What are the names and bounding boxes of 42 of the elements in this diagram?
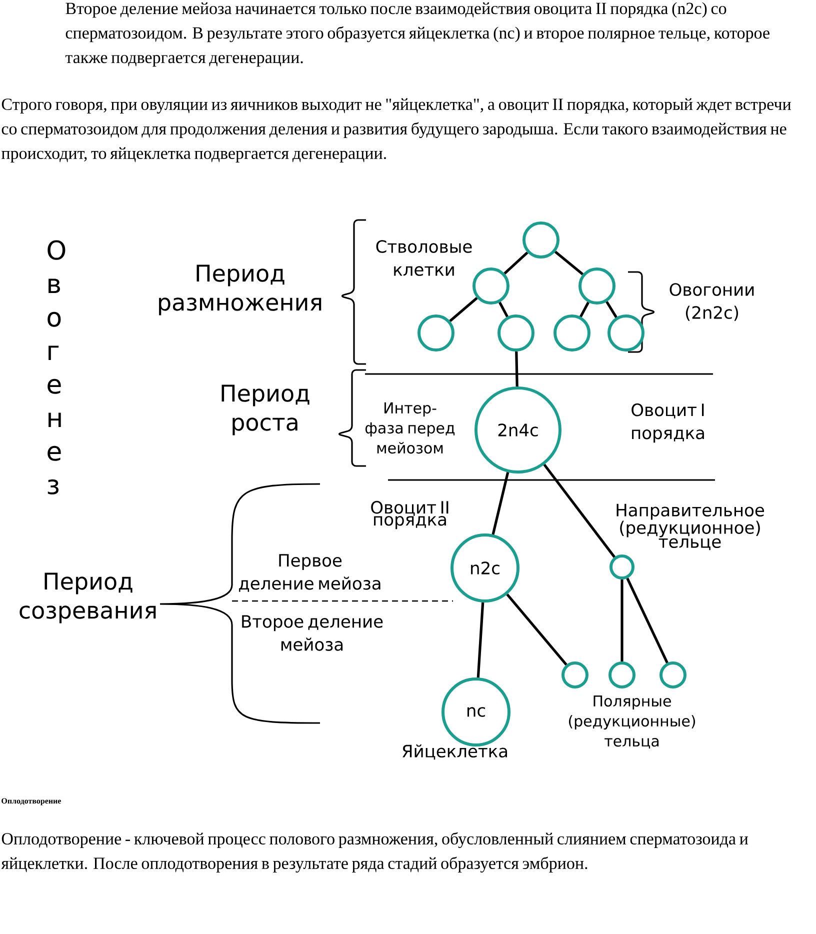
connector-line: [506, 594, 568, 666]
cell-circle: [472, 268, 510, 304]
stage-label: Период размножения: [159, 264, 322, 316]
stage-label: Период роста: [222, 384, 310, 436]
stage-label: Период созревания: [20, 572, 156, 624]
diagram-label: Второе деление мейоза: [242, 615, 383, 651]
connector-line: [449, 297, 478, 322]
paragraph: Оплодотворение - ключевой процесс полового размножения, обусловленный слиянием сперматозоида и яйцеклетки. После оплодотворения в результате ряда стадий образуется эмбрион.: [1, 832, 748, 873]
connector-line: [554, 250, 584, 276]
cell-circle: [610, 554, 634, 580]
connector-line: [580, 302, 590, 318]
diagram-label: Стволовые клетки: [376, 240, 472, 276]
diagram-label: Овоцит I порядка: [632, 403, 704, 443]
connector-line: [620, 580, 624, 662]
cell-circle: [562, 662, 588, 688]
cell-circle: [418, 314, 454, 352]
diagram-label: Первое деление мейоза: [239, 554, 380, 592]
connector-line: [626, 578, 668, 664]
cell-caption: Направительное (редукционное) тельце: [616, 504, 764, 550]
connector-line: [492, 472, 510, 535]
cell-caption: Яйцеклетка: [402, 744, 507, 760]
cell-circle: [522, 222, 560, 258]
diagram-label: Интер-фаза перед мейозом: [365, 402, 455, 454]
paragraph: Строго говоря, при овуляции из яичников выходит не "яйцеклетка", а овоцит II порядка, который ждет встречи со сперматозоидом для продолжения деления и развития будущего зародыша. Если такого взаимодействия не происходит, то яйцеклетка подвергается дегенерации.: [2, 98, 791, 162]
cell-circle: [608, 662, 636, 688]
connector-line: [543, 464, 616, 558]
connector-line: [515, 351, 518, 387]
cell-caption: Овоцит II порядка: [371, 500, 448, 530]
paragraph: Второе деление мейоза начинается только после взаимодействия овоцита II порядка (n2c) со сперматозоидом. В результате этого образуется яйцеклетка (nc) и второе полярное тельце, которое также подвергается дегенерации.: [65, 2, 770, 67]
cell-circle: [660, 662, 686, 688]
connector-line: [476, 602, 484, 678]
diagram-label: Полярные (редукционные) тельца: [569, 696, 695, 748]
connector-line: [498, 302, 508, 318]
heading: Оплодотворение: [2, 798, 61, 806]
cell-circle: [578, 268, 616, 304]
cell-circle: [554, 314, 590, 352]
connector-line: [504, 252, 528, 274]
connector-line: [606, 301, 618, 318]
cell-circle: [608, 314, 644, 352]
vertical-title: Овогенез: [48, 240, 66, 494]
diagram-label: Овогонии (2n2c): [670, 283, 754, 321]
cell-circle: [498, 314, 534, 352]
